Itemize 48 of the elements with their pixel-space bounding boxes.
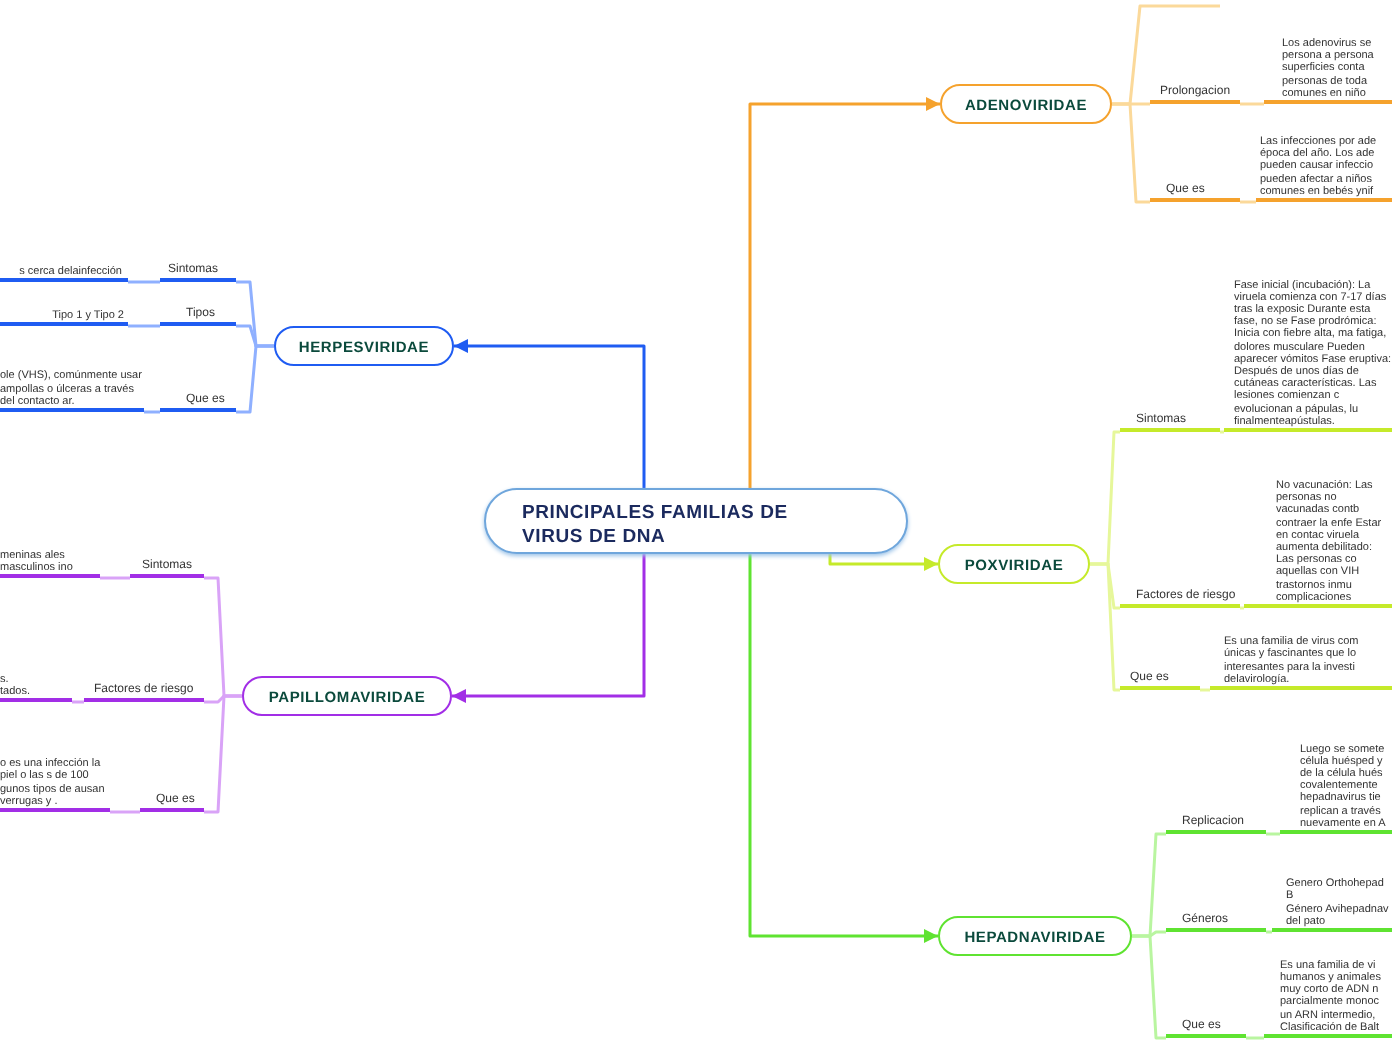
subtopic-branch	[1150, 178, 1240, 202]
subtopic-branch	[160, 388, 236, 412]
central-topic-box	[484, 488, 908, 554]
arrow	[452, 554, 646, 703]
branch-line	[1240, 606, 1244, 610]
subtopic-branch	[1120, 408, 1220, 432]
arrow	[828, 554, 938, 571]
branch-line	[1090, 562, 1120, 692]
subtopic-branch	[1166, 908, 1266, 932]
branch-line	[128, 324, 160, 328]
arrow	[748, 97, 940, 488]
subtopic-branch	[1166, 1014, 1246, 1038]
subtopic-branch	[130, 554, 204, 578]
branch-line	[128, 280, 160, 284]
branch-line	[204, 694, 242, 814]
branch-line	[1112, 4, 1220, 106]
subtopic-branch	[1120, 584, 1240, 608]
topic-box	[938, 544, 1090, 584]
branch-line	[1240, 102, 1264, 106]
detail-branch	[1256, 132, 1392, 202]
branch-line	[1246, 1036, 1264, 1040]
branch-line	[1266, 832, 1280, 836]
subtopic-branch	[140, 788, 204, 812]
topic-box	[938, 916, 1132, 956]
subtopic-branch	[84, 678, 204, 702]
subtopic-branch	[1150, 80, 1240, 104]
arrow	[748, 554, 938, 943]
branch-line	[236, 344, 274, 414]
branch-line	[100, 576, 130, 580]
branch-line	[110, 810, 140, 814]
subtopic-branch	[1166, 810, 1266, 834]
central-topic-label: PRINCIPALES FAMILIAS DE VIRUS DE DNA	[522, 502, 790, 550]
subtopic-branch	[1120, 666, 1200, 690]
branch-line	[144, 410, 160, 414]
arrow	[454, 339, 646, 488]
detail-branch	[1264, 34, 1392, 104]
branch-line	[1240, 200, 1256, 204]
branch-line	[72, 700, 84, 704]
detail-branch	[1210, 632, 1392, 690]
subtopic-branch	[160, 258, 236, 282]
topic-box	[274, 326, 454, 366]
branch-line	[1220, 430, 1224, 434]
branch-line	[1132, 934, 1166, 1040]
branch-line	[1266, 930, 1272, 934]
subtopic-branch	[160, 302, 236, 326]
topic-box	[940, 84, 1112, 124]
topic-box	[242, 676, 452, 716]
branch-line	[1200, 688, 1210, 692]
